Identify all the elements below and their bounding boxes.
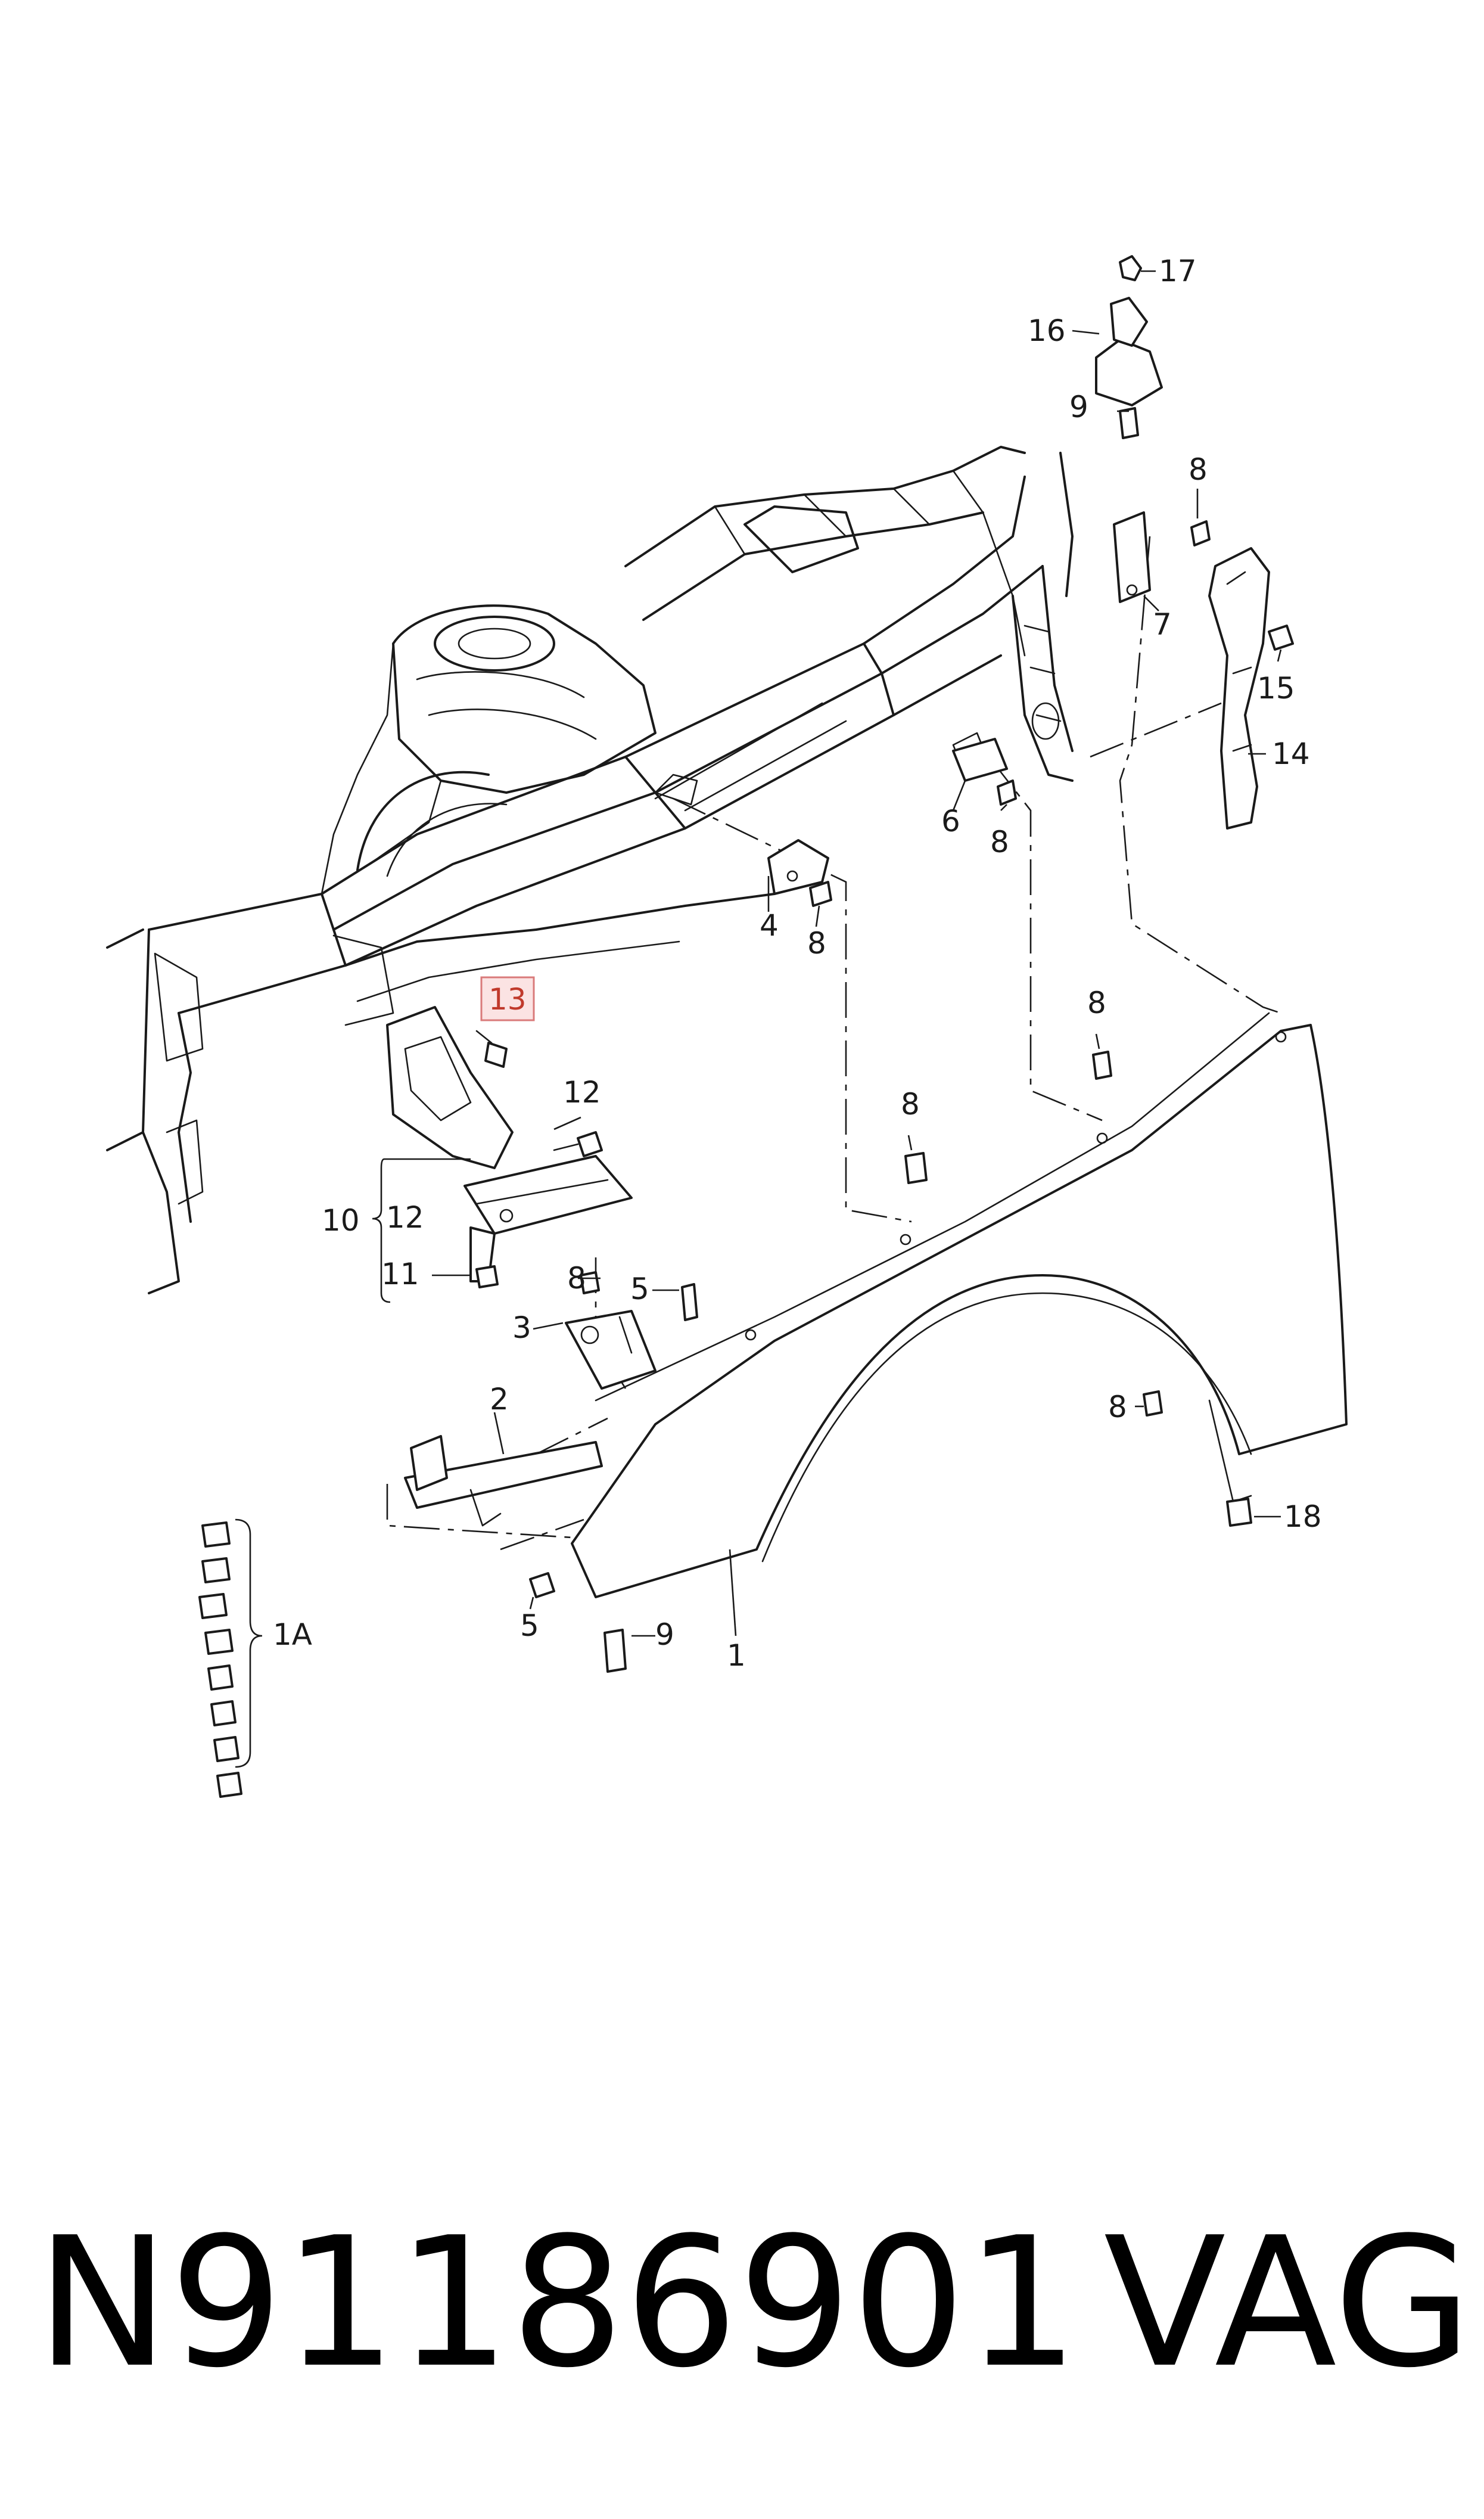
highlighted-callout-label: 13 — [489, 982, 527, 1017]
callout-label: 16 — [1028, 313, 1066, 348]
highlight-box — [480, 976, 535, 1021]
callout-label: 8 — [807, 926, 826, 961]
callout-label: 14 — [1272, 737, 1310, 771]
callout-label: 12 — [563, 1075, 601, 1110]
brand-name: VAG — [1103, 2199, 1472, 2407]
callout-label: 9 — [1069, 390, 1088, 424]
bracket-2 — [404, 1435, 603, 1527]
bracket-3 — [565, 1310, 657, 1390]
callout-label: 15 — [1257, 671, 1295, 706]
callout-label: 10 — [322, 1203, 360, 1238]
callout-label: 1A — [273, 1617, 312, 1652]
callout-label: 8 — [1087, 986, 1106, 1020]
bracket-6 — [952, 738, 1008, 782]
callout-label: 1 — [727, 1638, 746, 1673]
callout-label: 5 — [630, 1272, 649, 1306]
fasteners — [198, 407, 1294, 1798]
bracket-7 — [1113, 511, 1151, 603]
callout-label: 18 — [1284, 1499, 1322, 1534]
callout-label: 12 — [386, 1200, 424, 1235]
part-number: N91186901 — [36, 2199, 1079, 2407]
callout-label: 8 — [1189, 452, 1208, 487]
callout-label: 6 — [941, 804, 960, 838]
callout-label: 11 — [381, 1257, 419, 1291]
callout-label: 8 — [901, 1087, 920, 1122]
block-16 — [1095, 255, 1163, 406]
callout-label: 17 — [1159, 254, 1197, 288]
front-bracket — [386, 1006, 633, 1282]
callout-label: 8 — [567, 1261, 586, 1296]
trim-14 — [1208, 547, 1270, 830]
callout-label: 8 — [1108, 1390, 1127, 1424]
fender — [571, 1012, 1348, 1598]
leader-lines — [235, 270, 1282, 1768]
body-structure — [106, 446, 1074, 1294]
callout-label: 9 — [655, 1617, 674, 1652]
callout-label: 4 — [760, 908, 779, 943]
callout-label: 5 — [520, 1608, 539, 1643]
callout-label: 3 — [512, 1310, 531, 1345]
callout-label: 8 — [990, 825, 1009, 859]
callout-label: 2 — [490, 1382, 509, 1417]
callout-label: 7 — [1153, 607, 1172, 642]
callout-labels: 1 1A 2 3 4 5 5 6 7 8 8 8 8 8 8 8 9 9 10 … — [273, 254, 1322, 1673]
bracket-4 — [767, 839, 829, 895]
